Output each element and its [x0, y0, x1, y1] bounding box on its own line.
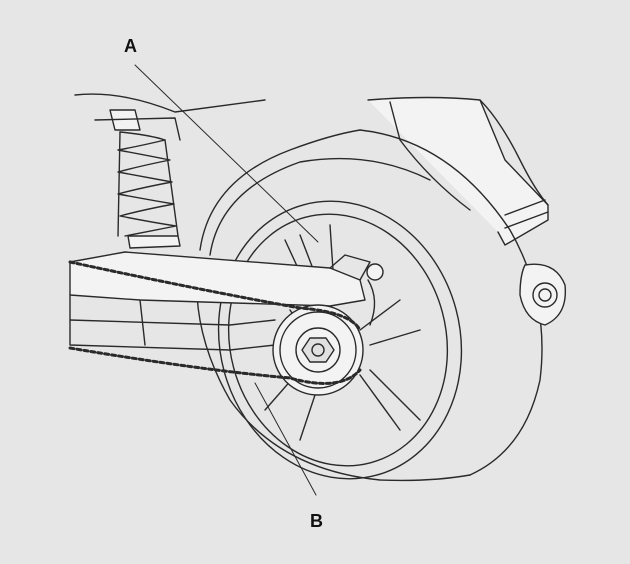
drive-chain [68, 260, 362, 385]
callout-b-label: B [310, 511, 323, 531]
axle-adjuster [366, 263, 384, 326]
callout-a-leader [134, 64, 319, 243]
callout-b-leader [254, 382, 317, 496]
swing-arm [69, 251, 371, 351]
callout-a-label: A [124, 36, 137, 56]
mount-bushing [519, 263, 567, 326]
rear-shock-spring [74, 93, 266, 249]
rear-sprocket [272, 304, 364, 396]
